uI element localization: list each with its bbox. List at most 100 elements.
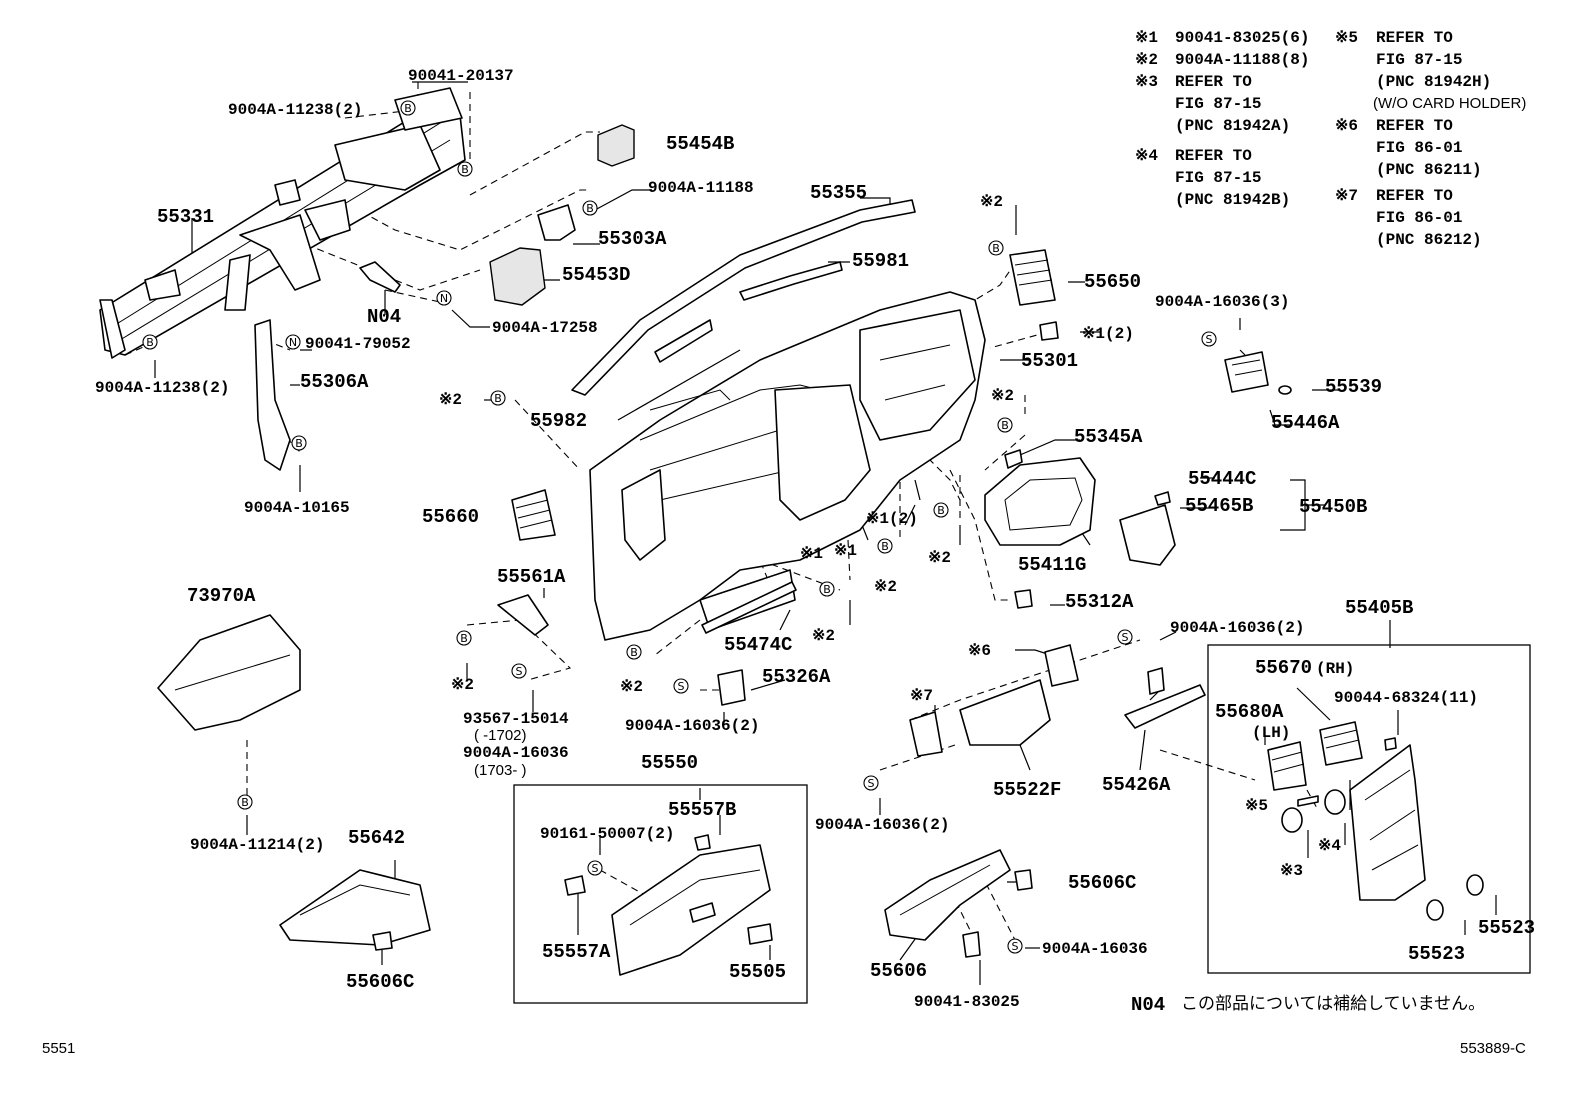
marker-x2: ※2 (980, 193, 1003, 211)
cover-55642 (279, 869, 431, 946)
note-4-line3: (PNC 81942B) (1175, 191, 1290, 209)
marker-x3: ※3 (1280, 862, 1303, 880)
svg-text:B: B (241, 796, 249, 809)
label-55446a: 55446A (1271, 412, 1340, 434)
bracket-x7 (909, 711, 943, 757)
clip-55606c-left (372, 931, 393, 951)
marker-x1-2: ※1(2) (1082, 325, 1134, 343)
clip-55345a (1004, 449, 1023, 469)
marker-x2: ※2 (620, 678, 643, 696)
b-circle: B (877, 538, 893, 554)
reference-notes: ※1 90041-83025(6) ※2 9004A-11188(8) ※3 R… (1135, 29, 1526, 249)
note-7-line2: FIG 86-01 (1376, 209, 1462, 227)
label-55505: 55505 (729, 961, 786, 983)
label-9004a-11238-top: 9004A-11238(2) (228, 101, 362, 119)
b-circle: B (457, 161, 473, 177)
marker-x2: ※2 (439, 391, 462, 409)
s-circle: S (1117, 629, 1133, 645)
label-55326a: 55326A (762, 666, 831, 688)
marker-x1-2: ※1(2) (866, 510, 918, 528)
label-9004a-11238-bot: 9004A-11238(2) (95, 379, 229, 397)
strip-55474c (701, 581, 797, 634)
label-55680a-lh: (LH) (1252, 724, 1290, 742)
instrument-panel-55301 (589, 291, 986, 641)
label-55550: 55550 (641, 752, 698, 774)
marker-x2: ※2 (874, 578, 897, 596)
vent-55670-rh (1319, 721, 1363, 766)
reinforcement-beam-55331 (99, 87, 466, 359)
label-90041-20137: 90041-20137 (408, 67, 514, 85)
vent-55680a-lh (1267, 741, 1307, 791)
n-circle: N (436, 290, 452, 306)
bracket-55326a (717, 669, 746, 706)
cluster-panel-55405b (1349, 744, 1426, 901)
label-1702: ( -1702) (474, 727, 527, 744)
label-n04: N04 (367, 306, 401, 328)
clip-55606c-mid (1014, 869, 1033, 891)
clip-55312a (1014, 589, 1033, 609)
marker-x7: ※7 (910, 687, 933, 705)
label-90041-83025: 90041-83025 (914, 993, 1020, 1011)
part-labels: 55331 90041-20137 9004A-11238(2) 55454B … (95, 67, 1535, 1011)
label-55680a: 55680A (1215, 701, 1284, 723)
label-55301: 55301 (1021, 350, 1078, 372)
svg-text:S: S (868, 777, 875, 790)
label-55465b: 55465B (1185, 495, 1253, 517)
vent-55650 (1009, 249, 1056, 306)
svg-text:S: S (678, 680, 685, 693)
part-drawings (99, 87, 1484, 976)
b-circle: B (819, 581, 835, 597)
cap-55539 (1278, 385, 1292, 395)
bracket-55303a (537, 204, 576, 241)
label-90041-79052: 90041-79052 (305, 335, 411, 353)
lock-55505 (747, 923, 773, 945)
note-7-line1: REFER TO (1376, 187, 1453, 205)
svg-text:B: B (494, 392, 502, 405)
b-circle: B (237, 794, 253, 810)
svg-text:S: S (592, 862, 599, 875)
svg-text:B: B (460, 632, 468, 645)
b-circle: B (456, 630, 472, 646)
note-4-line1: REFER TO (1175, 147, 1252, 165)
label-55606c-mid: 55606C (1068, 872, 1136, 894)
s-circle: S (511, 663, 527, 679)
label-55312a: 55312A (1065, 591, 1134, 613)
label-55660: 55660 (422, 506, 479, 528)
label-55982: 55982 (530, 410, 587, 432)
label-9004a-16036-2a: 9004A-16036(2) (625, 717, 759, 735)
label-73970a: 73970A (187, 585, 256, 607)
svg-text:B: B (992, 242, 1000, 255)
marker-x2: ※2 (451, 676, 474, 694)
ring-x4 (1324, 789, 1346, 815)
svg-text:S: S (1206, 333, 1213, 346)
label-55642: 55642 (348, 827, 405, 849)
circled-symbols: B B B N N B B B B B S B B B B S B S B S … (142, 100, 1217, 954)
s-circle: S (1007, 938, 1023, 954)
note-7-mark: ※7 (1335, 187, 1358, 205)
footnote-text: この部品については補給していません。 (1181, 994, 1485, 1014)
label-55539: 55539 (1325, 376, 1382, 398)
cluster-group-frame (1207, 644, 1531, 974)
s-circle: S (863, 775, 879, 791)
label-55303a: 55303A (598, 228, 667, 250)
damper-55557a (564, 875, 586, 896)
label-55454b: 55454B (666, 133, 734, 155)
note-6-line2: FIG 86-01 (1376, 139, 1462, 157)
marker-x2: ※2 (812, 627, 835, 645)
label-9004a-17258: 9004A-17258 (492, 319, 598, 337)
label-55557b: 55557B (668, 799, 736, 821)
svg-text:B: B (146, 336, 154, 349)
b-circle: B (582, 200, 598, 216)
label-55981: 55981 (852, 250, 909, 272)
label-9004a-10165: 9004A-10165 (244, 499, 350, 517)
note-6-line1: REFER TO (1376, 117, 1453, 135)
bracket-55426a (1124, 684, 1206, 729)
note-3-mark: ※3 (1135, 73, 1158, 91)
b-circle: B (933, 502, 949, 518)
label-9004a-11214: 9004A-11214(2) (190, 836, 324, 854)
svg-text:S: S (1012, 940, 1019, 953)
marker-x5: ※5 (1245, 797, 1268, 815)
note-5-line4: (W/O CARD HOLDER) (1373, 95, 1526, 112)
label-9004a-11188: 9004A-11188 (648, 179, 754, 197)
footnote-code: N04 (1131, 994, 1165, 1016)
